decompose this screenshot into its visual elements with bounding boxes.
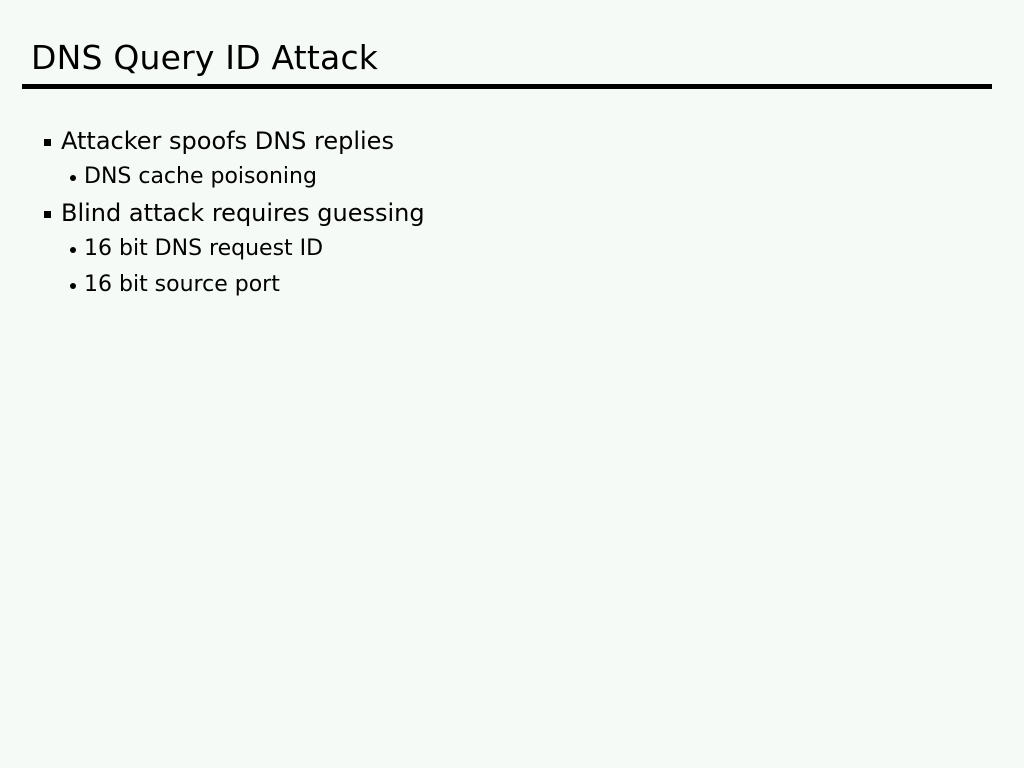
square-bullet-icon <box>44 211 51 218</box>
page-title: DNS Query ID Attack <box>31 38 379 77</box>
bullet-label: 16 bit DNS request ID <box>84 236 324 261</box>
square-bullet-icon <box>44 139 51 146</box>
title-divider <box>22 84 992 89</box>
bullet-label: 16 bit source port <box>84 272 280 297</box>
list-item: DNS cache poisoning <box>0 160 1024 196</box>
bullet-list: Attacker spoofs DNS replies DNS cache po… <box>0 124 1024 304</box>
slide-body: Attacker spoofs DNS replies DNS cache po… <box>0 124 1024 304</box>
list-item: Blind attack requires guessing <box>0 196 1024 232</box>
bullet-label: DNS cache poisoning <box>84 164 317 189</box>
round-bullet-icon <box>70 283 76 289</box>
list-item: 16 bit DNS request ID <box>0 232 1024 268</box>
list-item: 16 bit source port <box>0 268 1024 304</box>
bullet-label: Blind attack requires guessing <box>61 199 425 227</box>
round-bullet-icon <box>70 175 76 181</box>
list-item: Attacker spoofs DNS replies <box>0 124 1024 160</box>
round-bullet-icon <box>70 247 76 253</box>
slide-empty-content-area <box>0 320 1024 768</box>
slide-header: DNS Query ID Attack <box>0 0 1024 96</box>
bullet-label: Attacker spoofs DNS replies <box>61 127 394 155</box>
